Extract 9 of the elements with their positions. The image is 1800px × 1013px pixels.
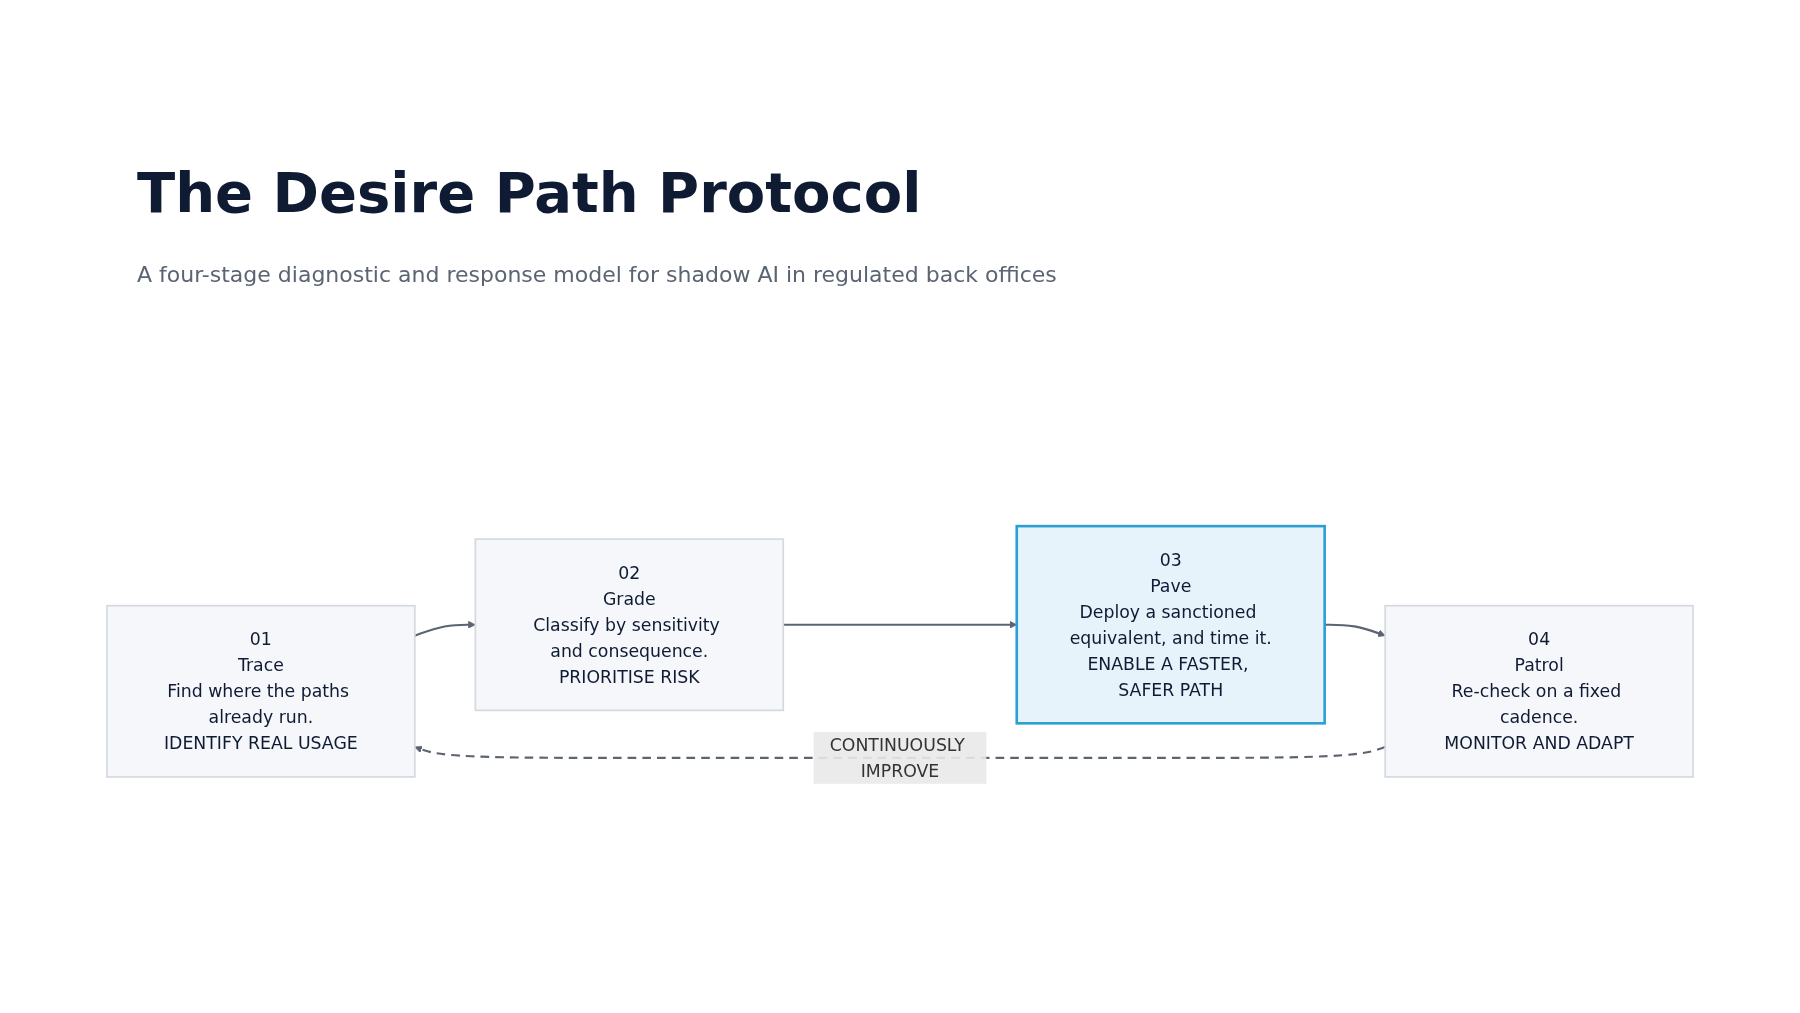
node-box: 03 Pave Deploy a sanctioned equivalent, and time it. ENABLE A FASTER, SAFER PATH [1015, 524, 1326, 725]
edge-label: CONTINUOUSLY IMPROVE [829, 734, 965, 782]
node-box: 02 Grade Classify by sensitivity and consequence. PRIORITISE RISK [474, 538, 785, 712]
title: The Desire Path Protocol [137, 160, 922, 225]
subtitle: A four-stage diagnostic and response model for shadow AI in regulated back offices [137, 262, 1057, 287]
node-box: 01 Trace Find where the paths already run. IDENTIFY REAL USAGE [106, 604, 416, 778]
arrow [414, 620, 476, 637]
arrow [1324, 623, 1386, 637]
node-box: 04 Patrol Re-check on a fixed cadence. MONITOR AND ADAPT [1384, 604, 1694, 778]
